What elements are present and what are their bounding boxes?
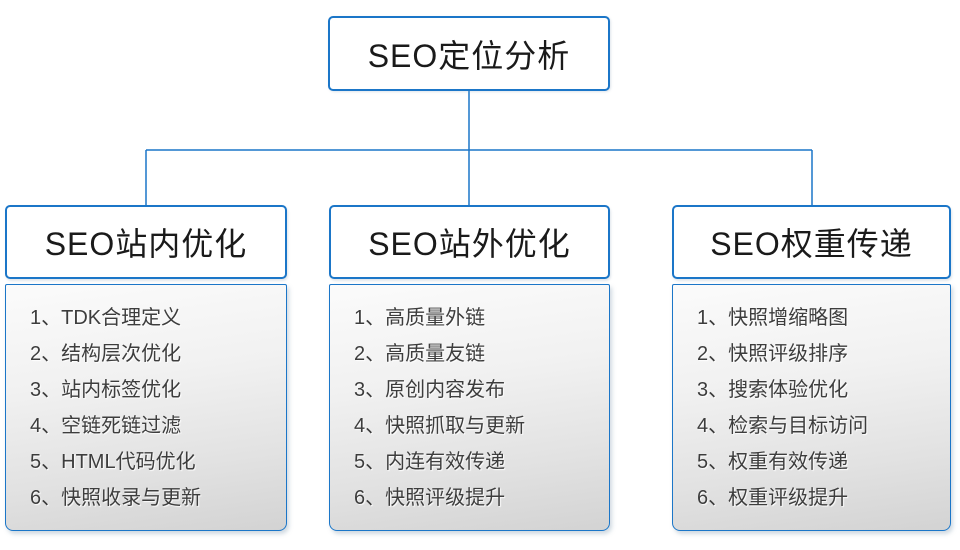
list-item: 4、检索与目标访问 [697,415,869,437]
branch-list-onsite-optimization: 1、TDK合理定义 2、结构层次优化 3、站内标签优化 4、空链死链过滤 5、H… [5,284,287,531]
branch-title: SEO站外优化 [368,226,571,262]
list-item: 3、站内标签优化 [30,379,182,401]
list-item: 2、高质量友链 [354,343,486,365]
list-item: 1、TDK合理定义 [30,307,182,329]
list-item: 6、快照评级提升 [354,487,506,509]
list-item: 3、原创内容发布 [354,379,506,401]
branch-list-weight-transfer: 1、快照增缩略图 2、快照评级排序 3、搜索体验优化 4、检索与目标访问 5、权… [672,284,951,531]
branch-header-weight-transfer: SEO权重传递 [672,205,951,279]
branch-header-offsite-optimization: SEO站外优化 [329,205,610,279]
branch-title: SEO站内优化 [44,226,248,262]
list-item: 1、高质量外链 [354,307,486,329]
branch-title: SEO权重传递 [710,226,913,262]
list-item: 2、快照评级排序 [697,343,849,365]
list-item: 5、权重有效传递 [697,451,849,473]
root-node-label: SEO定位分析 [367,37,571,74]
list-item: 6、权重评级提升 [697,487,849,509]
list-item: 2、结构层次优化 [30,343,182,365]
list-item: 6、快照收录与更新 [30,487,202,509]
list-item: 4、空链死链过滤 [30,415,182,437]
list-item: 1、快照增缩略图 [697,307,849,329]
branch-list-offsite-optimization: 1、高质量外链 2、高质量友链 3、原创内容发布 4、快照抓取与更新 5、内连有… [329,284,610,531]
root-node-seo-positioning-analysis: SEO定位分析 [328,16,610,91]
list-item: 4、快照抓取与更新 [354,415,526,437]
list-item: 3、搜索体验优化 [697,379,849,401]
list-item: 5、内连有效传递 [354,451,506,473]
branch-header-onsite-optimization: SEO站内优化 [5,205,287,279]
list-item: 5、HTML代码优化 [30,451,196,473]
